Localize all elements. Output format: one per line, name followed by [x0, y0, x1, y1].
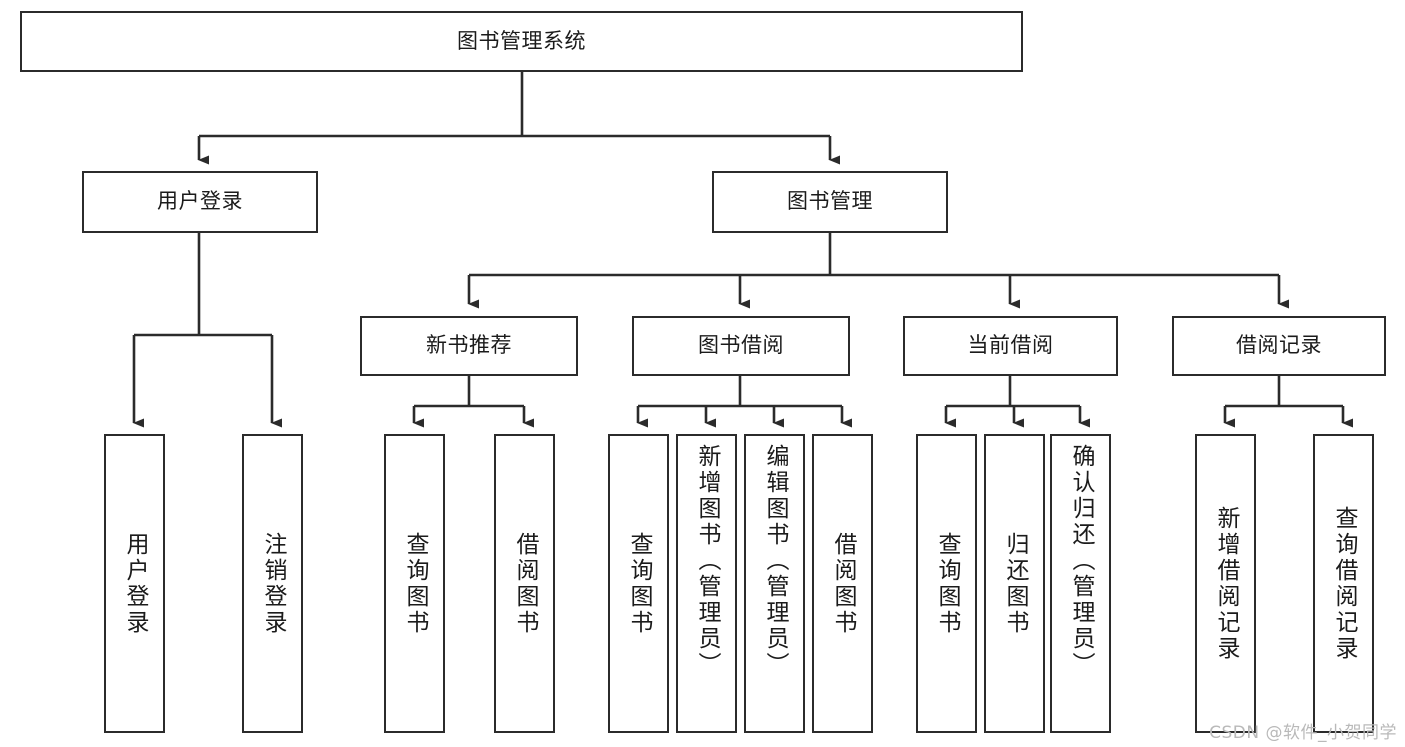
node-new-book-recommend[interactable]: 新书推荐 — [360, 316, 578, 376]
node-leaf-query-book-2[interactable]: 查询图书 — [608, 434, 669, 733]
node-new-book-recommend-label: 新书推荐 — [426, 333, 512, 358]
node-user-login-label: 用户登录 — [157, 189, 243, 214]
node-leaf-query-book-1[interactable]: 查询图书 — [384, 434, 445, 733]
node-book-borrow-label: 图书借阅 — [698, 333, 784, 358]
node-leaf-edit-book[interactable]: 编辑图书（管理员） — [744, 434, 805, 733]
node-book-manage[interactable]: 图书管理 — [712, 171, 948, 233]
node-leaf-borrow-book-2[interactable]: 借阅图书 — [812, 434, 873, 733]
node-leaf-query-record[interactable]: 查询借阅记录 — [1313, 434, 1374, 733]
node-user-login[interactable]: 用户登录 — [82, 171, 318, 233]
node-leaf-add-book-label: 新增图书（管理员） — [694, 444, 720, 678]
node-leaf-borrow-book-1-label: 借阅图书 — [512, 531, 538, 636]
node-leaf-confirm-return-label: 确认归还（管理员） — [1068, 444, 1094, 678]
node-leaf-add-record[interactable]: 新增借阅记录 — [1195, 434, 1256, 733]
node-borrow-record[interactable]: 借阅记录 — [1172, 316, 1386, 376]
node-current-borrow[interactable]: 当前借阅 — [903, 316, 1118, 376]
node-leaf-logout[interactable]: 注销登录 — [242, 434, 303, 733]
node-leaf-return-book-label: 归还图书 — [1002, 531, 1028, 636]
node-book-manage-label: 图书管理 — [787, 189, 873, 214]
node-leaf-query-book-3[interactable]: 查询图书 — [916, 434, 977, 733]
node-leaf-query-book-2-label: 查询图书 — [626, 531, 652, 636]
node-leaf-borrow-book-2-label: 借阅图书 — [830, 531, 856, 636]
node-leaf-logout-label: 注销登录 — [260, 531, 286, 636]
node-root-label: 图书管理系统 — [457, 28, 586, 53]
node-book-borrow[interactable]: 图书借阅 — [632, 316, 850, 376]
node-borrow-record-label: 借阅记录 — [1236, 333, 1322, 358]
node-leaf-edit-book-label: 编辑图书（管理员） — [762, 444, 788, 678]
node-root[interactable]: 图书管理系统 — [20, 11, 1023, 72]
node-leaf-user-login[interactable]: 用户登录 — [104, 434, 165, 733]
node-current-borrow-label: 当前借阅 — [967, 333, 1054, 358]
node-leaf-add-book[interactable]: 新增图书（管理员） — [676, 434, 737, 733]
node-leaf-query-record-label: 查询借阅记录 — [1331, 505, 1357, 662]
node-leaf-query-book-1-label: 查询图书 — [402, 531, 428, 636]
node-leaf-user-login-label: 用户登录 — [122, 531, 148, 636]
watermark: CSDN @软件_小贺同学 — [1209, 723, 1397, 743]
node-leaf-query-book-3-label: 查询图书 — [934, 531, 960, 636]
node-leaf-borrow-book-1[interactable]: 借阅图书 — [494, 434, 555, 733]
node-leaf-confirm-return[interactable]: 确认归还（管理员） — [1050, 434, 1111, 733]
node-leaf-add-record-label: 新增借阅记录 — [1213, 505, 1239, 662]
node-leaf-return-book[interactable]: 归还图书 — [984, 434, 1045, 733]
